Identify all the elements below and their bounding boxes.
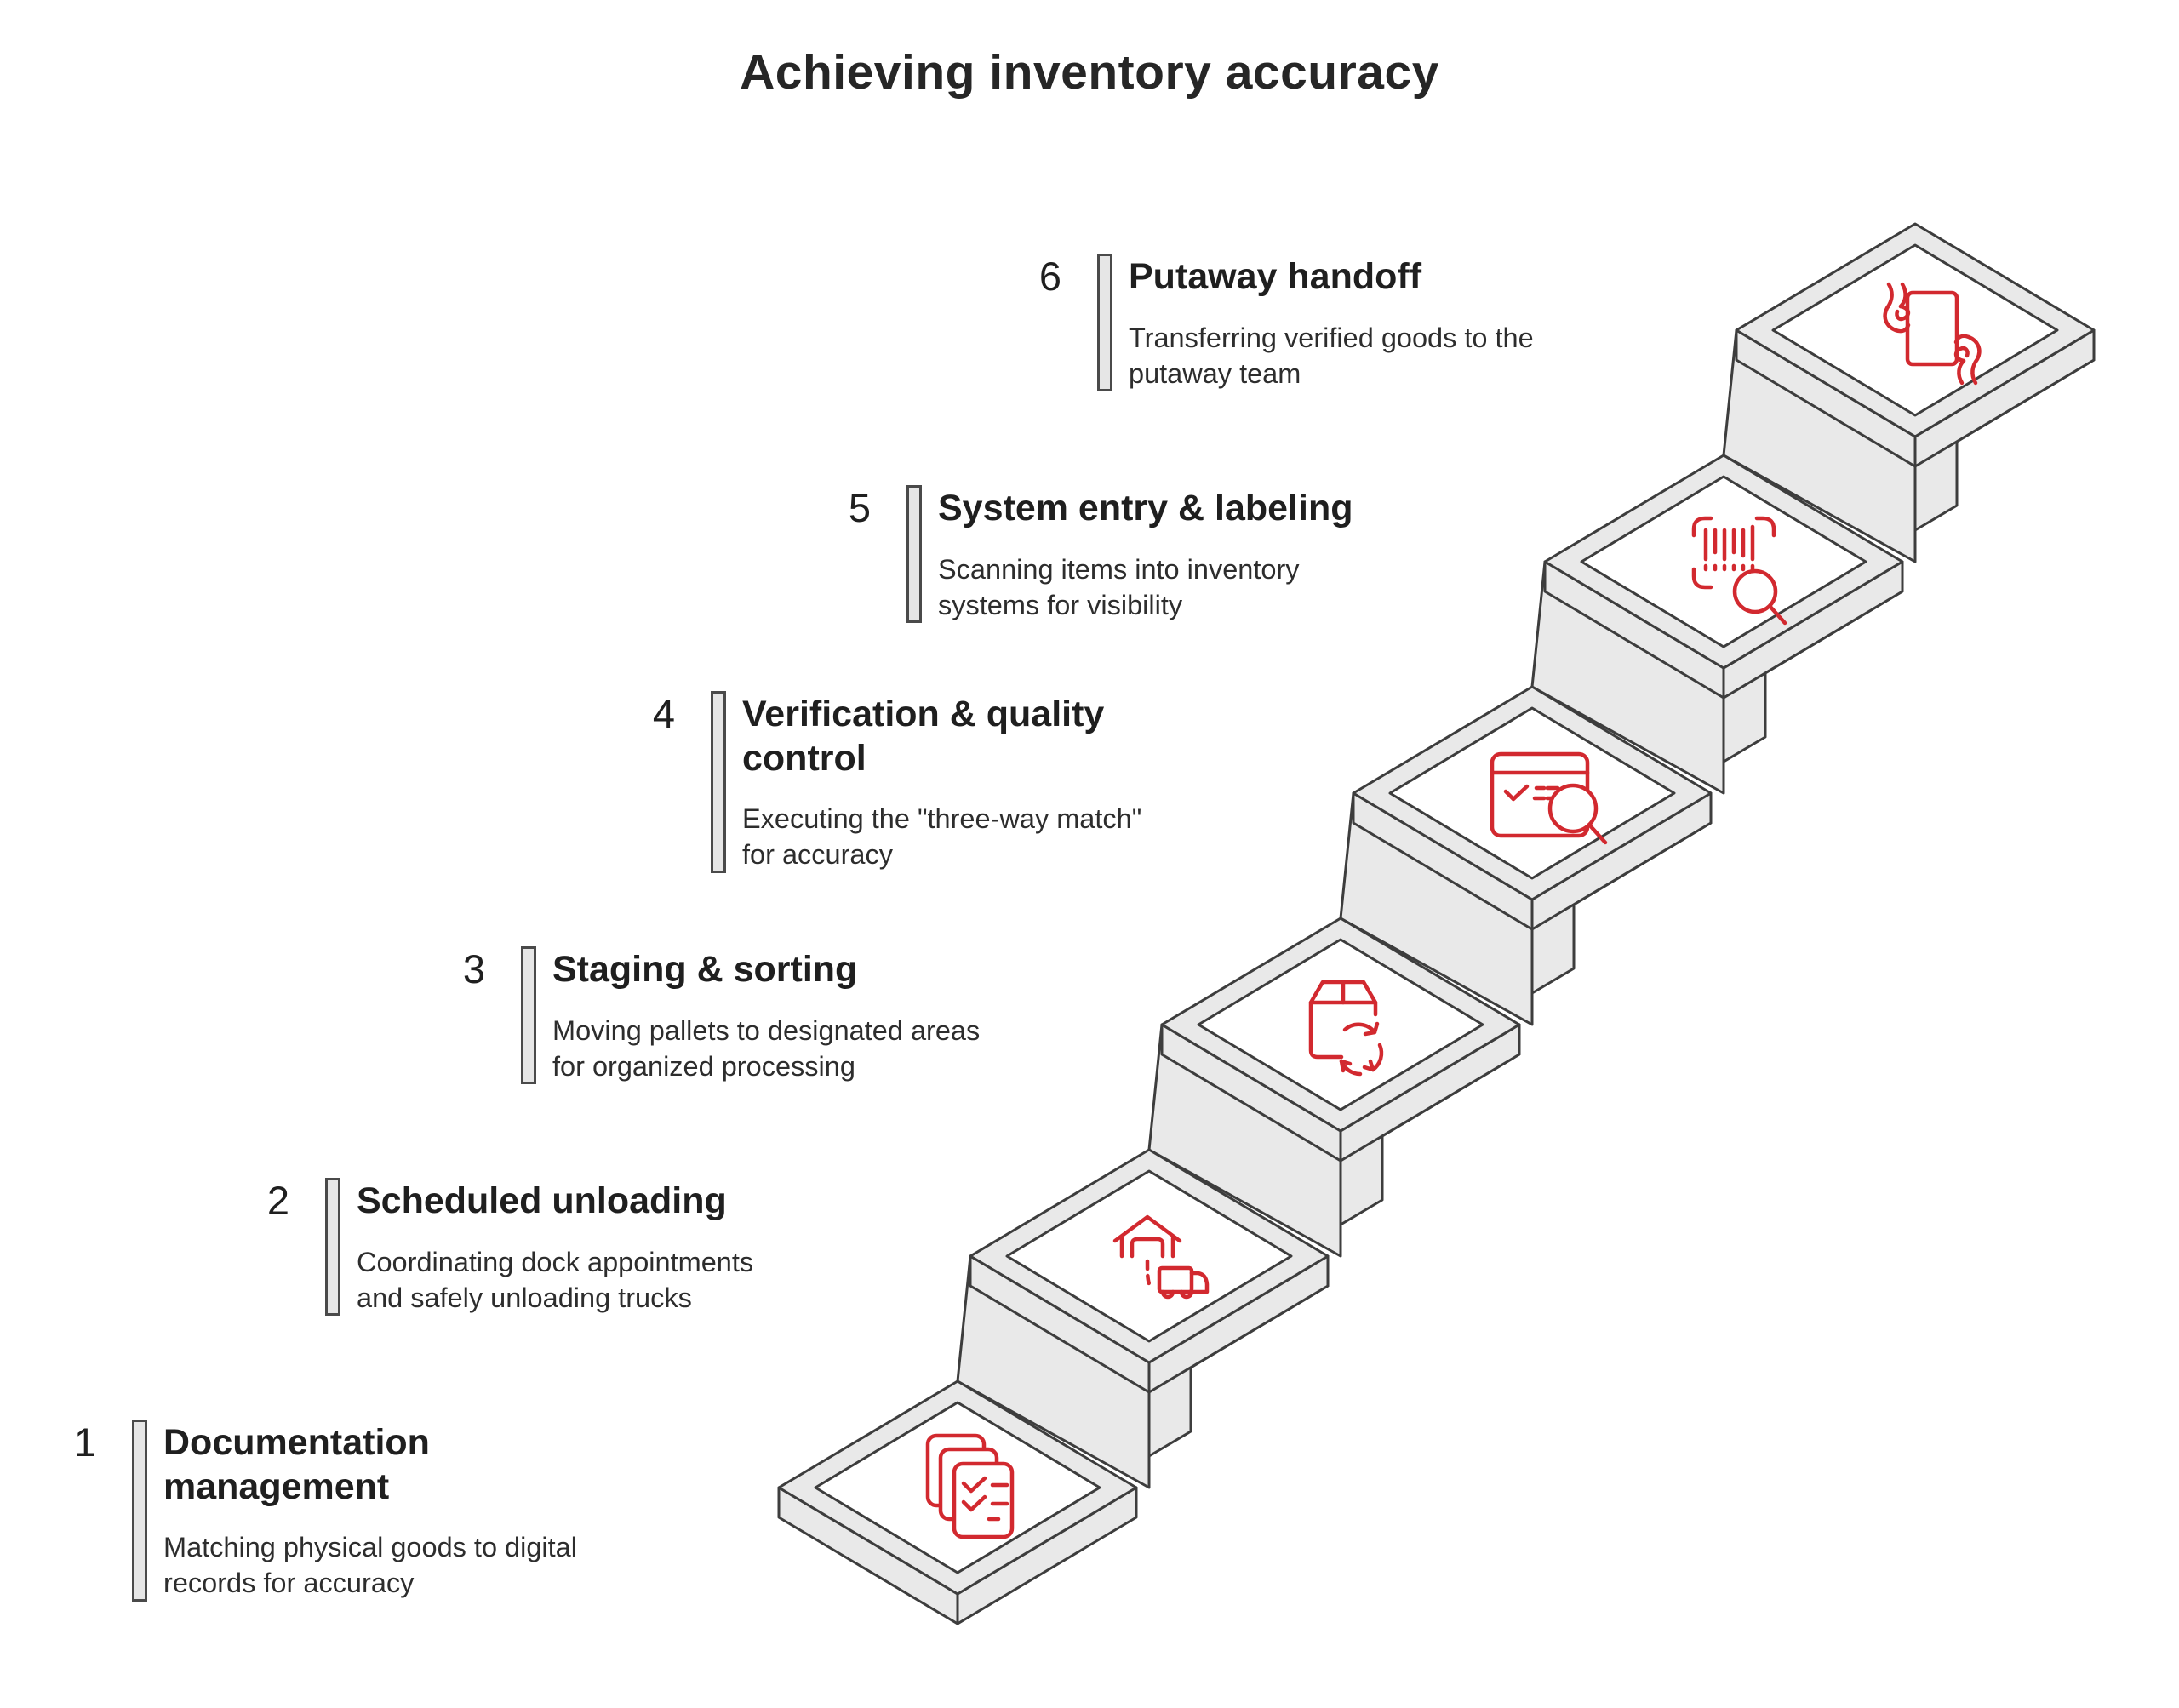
document-handoff-icon xyxy=(1883,282,1982,386)
package-recycle-icon xyxy=(1308,980,1384,1077)
page-title: Achieving inventory accuracy xyxy=(740,45,1439,100)
documents-checklist-icon xyxy=(925,1433,1015,1539)
step-title: Documentation management xyxy=(163,1422,430,1507)
step-item-5: 5 System entry & labeling Scanning items… xyxy=(822,485,1372,635)
step-1-platform xyxy=(777,1380,1138,1625)
step-number: 3 xyxy=(462,946,486,991)
step-number: 6 xyxy=(1038,254,1062,299)
step-title: Scheduled unloading xyxy=(357,1180,727,1221)
step-number: 1 xyxy=(73,1420,97,1465)
step-title: Putaway handoff xyxy=(1129,256,1422,297)
step-description: Scanning items into inventory systems fo… xyxy=(938,553,1300,620)
step-number: 2 xyxy=(266,1178,290,1223)
step-title: Verification & quality control xyxy=(742,694,1105,779)
step-accent-bar xyxy=(521,946,536,1085)
step-description: Moving pallets to designated areas for o… xyxy=(552,1014,981,1082)
step-item-3: 3 Staging & sorting Moving pallets to de… xyxy=(437,946,995,1096)
step-accent-bar xyxy=(325,1178,340,1317)
step-accent-bar xyxy=(711,691,726,873)
step-description: Coordinating dock appointments and safel… xyxy=(357,1246,754,1313)
step-title: System entry & labeling xyxy=(938,488,1353,528)
barcode-scan-icon xyxy=(1691,516,1787,626)
step-accent-bar xyxy=(1097,254,1112,392)
step-5-platform xyxy=(1530,454,1904,795)
step-4-platform xyxy=(1339,685,1713,1026)
step-description: Transferring verified goods to the putaw… xyxy=(1129,322,1534,389)
step-accent-bar xyxy=(132,1420,147,1602)
step-number: 4 xyxy=(652,691,676,736)
step-2-platform xyxy=(956,1148,1330,1489)
step-description: Matching physical goods to digital recor… xyxy=(163,1532,577,1599)
step-accent-bar xyxy=(906,485,922,624)
step-number: 5 xyxy=(848,485,872,530)
step-item-6: 6 Putaway handoff Transferring verified … xyxy=(1013,254,1588,403)
step-3-platform xyxy=(1147,917,1521,1258)
step-title: Staging & sorting xyxy=(552,949,858,990)
step-description: Executing the "three-way match" for accu… xyxy=(742,803,1142,871)
step-item-1: 1 Documentation management Matching phys… xyxy=(48,1420,589,1614)
window-check-magnifier-icon xyxy=(1490,751,1608,845)
step-item-2: 2 Scheduled unloading Coordinating dock … xyxy=(241,1178,782,1328)
dock-truck-icon xyxy=(1112,1214,1210,1300)
step-6-platform xyxy=(1722,222,2096,563)
step-item-4: 4 Verification & quality control Executi… xyxy=(626,691,1168,885)
